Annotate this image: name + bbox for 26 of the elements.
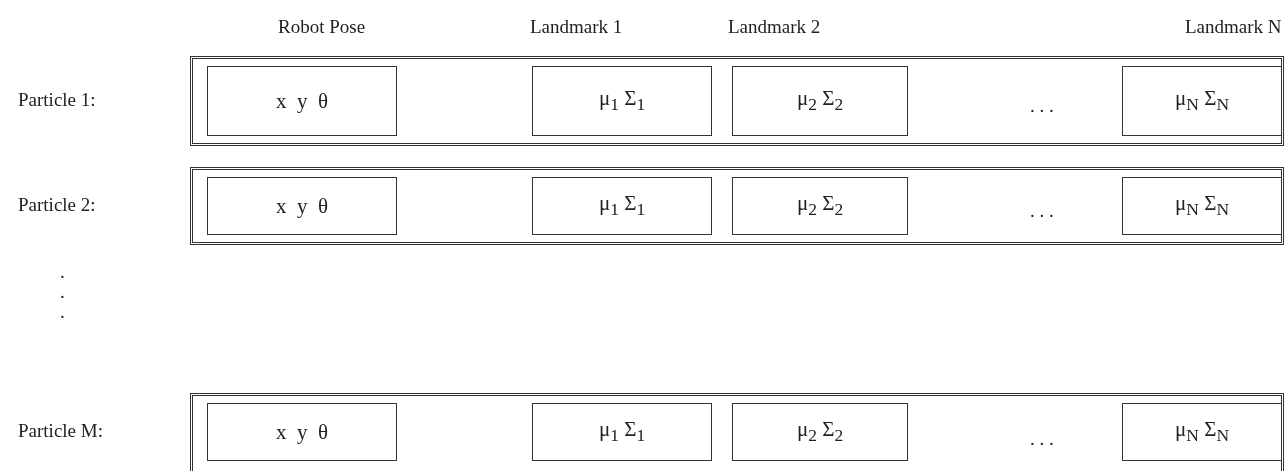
landmark-box: μ$_{N}$ Σ$_{N}$ [1122,66,1282,136]
ellipsis: . . . [1030,428,1054,450]
landmark-box: μ$_{N}$ Σ$_{N}$ [1122,177,1282,235]
ellipsis: . . . [1030,95,1054,117]
vertical-ellipsis: . . . [60,262,66,322]
pose-box: x y θ [207,177,397,235]
column-header: Robot Pose [278,16,366,38]
ellipsis: . . . [1030,200,1054,222]
row-label: Particle 1: [18,89,96,111]
pose-box: x y θ [207,403,397,461]
column-header: Landmark N [1185,16,1282,38]
landmark-box: μ$_{2}$ Σ$_{2}$ [732,403,908,461]
landmark-box: μ$_{1}$ Σ$_{1}$ [532,177,712,235]
landmark-box: μ$_{1}$ Σ$_{1}$ [532,403,712,461]
column-header: Landmark 2 [728,16,821,38]
particle-row-box [190,167,1284,245]
pose-box: x y θ [207,66,397,136]
particle-row-box [190,56,1284,146]
column-header: Landmark 1 [530,16,623,38]
landmark-box: μ$_{2}$ Σ$_{2}$ [732,66,908,136]
row-label: Particle 2: [18,194,96,216]
row-label: Particle M: [18,420,103,442]
particle-row-box [190,393,1284,471]
landmark-box: μ$_{N}$ Σ$_{N}$ [1122,403,1282,461]
landmark-box: μ$_{1}$ Σ$_{1}$ [532,66,712,136]
landmark-box: μ$_{2}$ Σ$_{2}$ [732,177,908,235]
